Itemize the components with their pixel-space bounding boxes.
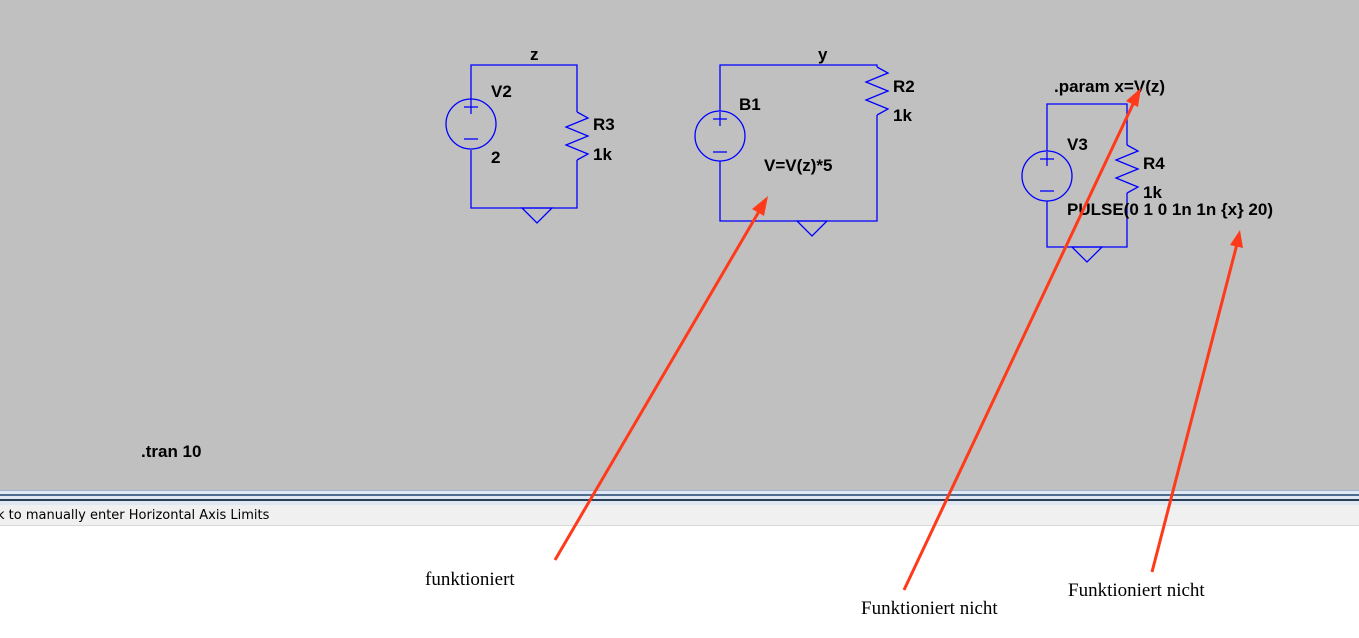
net-label-z: z [530, 45, 539, 64]
arrowhead [1126, 88, 1141, 107]
arrowhead [752, 196, 768, 216]
arrow-not-works-2 [1150, 243, 1239, 573]
resistor-name-r4[interactable]: R4 [1143, 154, 1165, 173]
ground-icon [520, 207, 554, 224]
divider-line [0, 499, 1359, 501]
resistor-value-r2[interactable]: 1k [893, 106, 912, 125]
wire [1046, 103, 1128, 151]
source-value-v2[interactable]: 2 [491, 148, 500, 167]
behavioral-source-b1-symbol[interactable] [694, 110, 746, 162]
arrow-works [553, 207, 763, 561]
source-name-v3[interactable]: V3 [1067, 135, 1088, 154]
source-value-b1[interactable]: V=V(z)*5 [764, 156, 833, 175]
annotation-works: funktioniert [425, 569, 515, 590]
circuit-v2-r3[interactable]: z V2 2 R3 1k [445, 45, 615, 224]
annotation-arrows [553, 88, 1243, 591]
source-value-v3[interactable]: PULSE(0 1 0 1n 1n {x} 20) [1067, 200, 1273, 219]
arrowhead [1230, 230, 1243, 248]
circuit-b1-r2[interactable]: y B1 V=V(z)*5 R2 1k [694, 45, 915, 237]
pane-divider[interactable] [0, 490, 1359, 505]
resistor-name-r3[interactable]: R3 [593, 115, 615, 134]
annotation-not-works-1: Funktioniert nicht [861, 598, 998, 619]
resistor-r3-symbol[interactable] [564, 111, 590, 161]
circuit-v3-r4[interactable]: .param x=V(z) V3 R4 1k PULSE(0 1 0 1n 1n… [1021, 77, 1273, 263]
source-name-v2[interactable]: V2 [491, 82, 512, 101]
voltage-source-v3-symbol[interactable] [1021, 150, 1073, 202]
source-name-b1[interactable]: B1 [739, 95, 761, 114]
resistor-r4-symbol[interactable] [1114, 144, 1140, 194]
voltage-source-v2-symbol[interactable] [445, 98, 497, 150]
ground-icon [1070, 246, 1104, 263]
schematic-canvas[interactable] [0, 0, 1359, 490]
ground-icon [795, 220, 829, 237]
status-bar: k to manually enter Horizontal Axis Limi… [0, 505, 1359, 526]
arrow-not-works-1 [902, 101, 1136, 591]
net-label-y: y [818, 45, 828, 64]
divider-line [0, 494, 1359, 496]
wire [719, 64, 878, 111]
annotation-not-works-2: Funktioniert nicht [1068, 580, 1205, 601]
resistor-name-r2[interactable]: R2 [893, 77, 915, 96]
tran-directive[interactable]: .tran 10 [141, 442, 201, 461]
wire [470, 64, 578, 112]
resistor-r2-symbol[interactable] [864, 66, 890, 116]
resistor-value-r4[interactable]: 1k [1143, 183, 1162, 202]
resistor-value-r3[interactable]: 1k [593, 145, 612, 164]
wire [470, 150, 578, 209]
status-text: k to manually enter Horizontal Axis Limi… [0, 508, 270, 523]
param-directive[interactable]: .param x=V(z) [1054, 77, 1165, 96]
